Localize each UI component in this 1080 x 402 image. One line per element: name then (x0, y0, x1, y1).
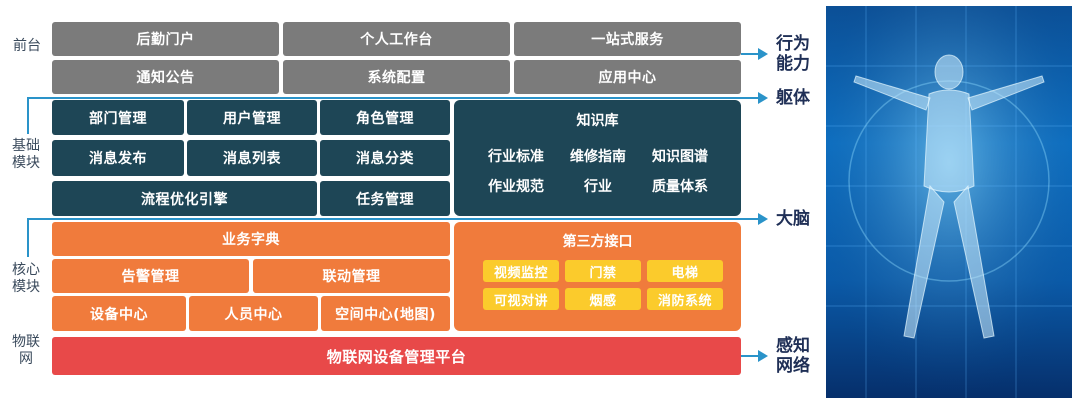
core-box-space-center[interactable]: 空间中心(地图) (321, 296, 450, 331)
basic-box-department[interactable]: 部门管理 (52, 100, 184, 135)
right-label-brain: 大脑 (776, 209, 810, 229)
frontend-box-logistics-portal[interactable]: 后勤门户 (52, 22, 279, 56)
kb-item-knowledge-graph[interactable]: 知识图谱 (652, 149, 708, 165)
layer-label-core: 核心 模块 (8, 262, 44, 296)
kb-item-operation-spec[interactable]: 作业规范 (488, 179, 544, 195)
tp-item-fire-system[interactable]: 消防系统 (647, 288, 723, 310)
tp-item-elevator[interactable]: 电梯 (647, 260, 723, 282)
knowledge-base-title: 知识库 (576, 113, 619, 129)
frontend-box-system-config[interactable]: 系统配置 (283, 60, 510, 94)
third-party-title: 第三方接口 (562, 234, 633, 250)
connector-v-basic (27, 98, 29, 134)
basic-box-msg-list[interactable]: 消息列表 (187, 140, 317, 176)
basic-box-role[interactable]: 角色管理 (320, 100, 450, 135)
basic-box-msg-publish[interactable]: 消息发布 (52, 140, 184, 176)
frontend-box-app-center[interactable]: 应用中心 (514, 60, 741, 94)
connector-h-behavior (741, 53, 761, 55)
connector-h-body (27, 97, 761, 99)
basic-box-task[interactable]: 任务管理 (320, 181, 450, 216)
right-label-perception: 感知 网络 (776, 336, 810, 376)
tp-item-video-intercom[interactable]: 可视对讲 (483, 288, 559, 310)
layer-label-frontend: 前台 (13, 38, 41, 54)
arrow-body (758, 92, 768, 104)
kb-item-maintenance-guide[interactable]: 维修指南 (570, 149, 626, 165)
layer-label-iot: 物联 网 (8, 334, 44, 368)
connector-v-core (27, 219, 29, 257)
layer-label-basic-text: 基础 模块 (12, 138, 40, 171)
frontend-box-notice[interactable]: 通知公告 (52, 60, 279, 94)
right-label-behavior: 行为 能力 (776, 34, 810, 74)
core-box-alarm[interactable]: 告警管理 (52, 259, 249, 293)
tp-item-video-monitor[interactable]: 视频监控 (483, 260, 559, 282)
human-figure-graphic (826, 6, 1072, 398)
connector-h-perception (741, 355, 761, 357)
arrow-perception (758, 350, 768, 362)
core-box-linkage[interactable]: 联动管理 (253, 259, 450, 293)
knowledge-base-panel: 知识库 行业标准 维修指南 知识图谱 作业规范 行业 质量体系 (454, 100, 741, 216)
frontend-box-one-stop-service[interactable]: 一站式服务 (514, 22, 741, 56)
basic-box-user[interactable]: 用户管理 (187, 100, 317, 135)
core-box-business-dict[interactable]: 业务字典 (52, 222, 450, 256)
iot-platform-box[interactable]: 物联网设备管理平台 (52, 337, 741, 375)
arrow-brain (758, 213, 768, 225)
core-box-personnel-center[interactable]: 人员中心 (189, 296, 318, 331)
arrow-behavior (758, 48, 768, 60)
third-party-panel: 第三方接口 视频监控 门禁 电梯 可视对讲 烟感 消防系统 (454, 222, 741, 331)
layer-label-basic: 基础 模块 (8, 138, 44, 172)
kb-item-industry-standard[interactable]: 行业标准 (488, 149, 544, 165)
human-figure-image (826, 6, 1072, 398)
layer-label-core-text: 核心 模块 (12, 262, 40, 295)
tp-item-access-control[interactable]: 门禁 (565, 260, 641, 282)
core-box-device-center[interactable]: 设备中心 (52, 296, 186, 331)
tp-item-smoke-sensor[interactable]: 烟感 (565, 288, 641, 310)
kb-item-quality-system[interactable]: 质量体系 (652, 179, 708, 195)
connector-h-brain (27, 218, 761, 220)
frontend-box-personal-workbench[interactable]: 个人工作台 (283, 22, 510, 56)
basic-box-process-engine[interactable]: 流程优化引擎 (52, 181, 317, 216)
basic-box-msg-category[interactable]: 消息分类 (320, 140, 450, 176)
kb-item-industry[interactable]: 行业 (584, 179, 612, 195)
layer-label-iot-text: 物联 网 (12, 334, 40, 367)
right-label-body: 躯体 (776, 88, 810, 108)
